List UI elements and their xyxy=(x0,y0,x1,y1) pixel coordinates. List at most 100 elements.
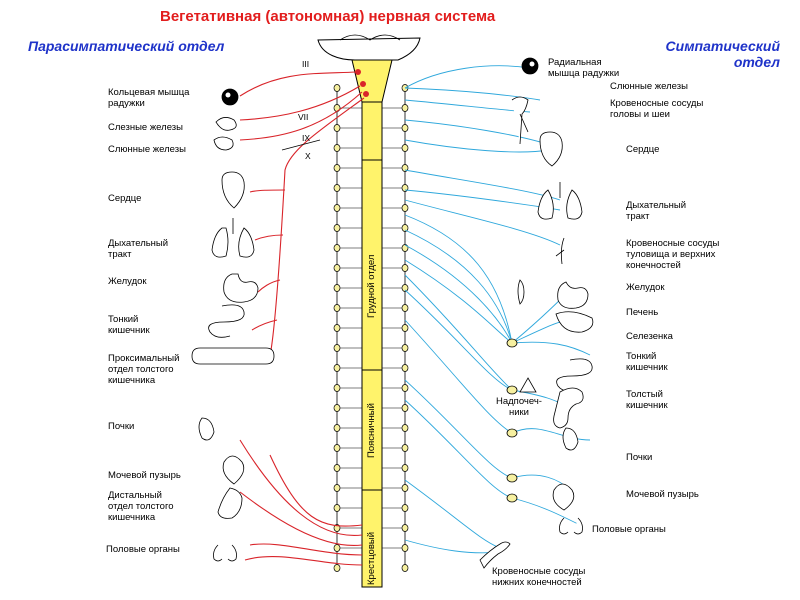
fiber-heart-symp xyxy=(404,119,551,146)
fiber-colon xyxy=(239,491,363,546)
left-chain-ganglion-0 xyxy=(333,84,341,92)
label-bladder-left: Мочевой пузырь xyxy=(108,470,181,481)
parasympathetic-fibers xyxy=(239,71,365,566)
right-chain-ganglion-24 xyxy=(401,564,409,572)
fiber-salivary xyxy=(239,91,363,141)
heart-icon-left xyxy=(221,171,245,209)
superior-mesenteric-ganglion xyxy=(506,385,518,395)
salivary-gland-icon xyxy=(213,136,234,151)
label-large-intestine: Толстый кишечник xyxy=(626,389,668,411)
label-distal-colon: Дистальный отдел толстого кишечника xyxy=(108,490,174,523)
head-vessels-icon xyxy=(511,96,529,145)
nerve-label-vii: VII xyxy=(298,112,309,122)
lungs-icon-left xyxy=(211,218,255,258)
large-intestine-icon-right xyxy=(553,387,584,429)
label-adrenals: Надпочеч- ники xyxy=(496,396,542,418)
label-kidneys-left: Почки xyxy=(108,421,135,432)
fiber-small-intestine xyxy=(511,341,591,356)
left-chain-ganglion-23 xyxy=(333,544,341,552)
right-chain-ganglion-9 xyxy=(401,264,409,272)
proximal-colon-icon xyxy=(191,347,275,365)
label-heart-left: Сердце xyxy=(108,193,142,204)
fiber-kidney-symp xyxy=(511,428,591,441)
label-heart-right: Сердце xyxy=(626,144,660,155)
right-chain-ganglion-2 xyxy=(401,124,409,132)
fiber-lungs-symp xyxy=(404,169,561,201)
brain-folds xyxy=(339,34,401,41)
fiber-mesenteric-2 xyxy=(404,289,513,391)
segment-label-thoracic: Грудной отдел xyxy=(366,254,377,318)
left-chain-ganglion-9 xyxy=(333,264,341,272)
adrenal-ganglion xyxy=(506,428,518,438)
right-chain-ganglion-22 xyxy=(401,524,409,532)
stomach-icon-right xyxy=(557,281,589,309)
fiber-lacrimal xyxy=(239,85,361,121)
label-bladder-right: Мочевой пузырь xyxy=(626,489,699,500)
label-respiratory-right: Дыхательный тракт xyxy=(626,200,687,222)
trunk-vessels-icon xyxy=(555,237,565,265)
bladder-icon-left xyxy=(222,455,245,485)
left-chain-ganglion-13 xyxy=(333,344,341,352)
small-intestine-icon-right xyxy=(556,358,593,392)
distal-colon-icon-left xyxy=(217,487,243,519)
fiber-celiac-3 xyxy=(404,244,513,344)
sympathetic-fibers xyxy=(404,65,591,554)
celiac-ganglion xyxy=(506,338,518,348)
fiber-head-vessels xyxy=(404,99,531,113)
right-organs xyxy=(479,57,594,569)
label-proximal-colon: Проксимальный отдел толстого кишечника xyxy=(108,353,180,386)
fiber-lungs-2 xyxy=(404,189,561,211)
label-lacrimal-glands: Слезные железы xyxy=(108,122,183,133)
fiber-lower xyxy=(404,379,513,479)
label-small-intestine-right: Тонкий кишечник xyxy=(626,351,668,373)
right-chain-ganglion-8 xyxy=(401,244,409,252)
left-chain-ganglion-14 xyxy=(333,364,341,372)
bladder-icon-right xyxy=(552,483,575,511)
genitals-icon-left xyxy=(213,544,237,562)
adrenal-icon xyxy=(519,377,537,393)
label-iris-radial-muscle: Радиальная мышца радужки xyxy=(548,57,620,79)
fiber-lower-limbs-2 xyxy=(404,539,501,554)
fiber-vagus xyxy=(269,97,365,357)
left-chain-ganglion-18 xyxy=(333,444,341,452)
liver-icon xyxy=(555,311,594,333)
left-chain-ganglion-8 xyxy=(333,244,341,252)
eye-icon-right xyxy=(521,57,539,75)
label-spleen: Селезенка xyxy=(626,331,673,342)
pelvic-ganglion xyxy=(506,493,518,503)
fiber-heart-2 xyxy=(404,139,549,153)
spinal-cord xyxy=(361,101,383,588)
right-chain-ganglion-21 xyxy=(401,504,409,512)
fiber-iris xyxy=(239,71,357,97)
right-chain-ganglion-14 xyxy=(401,364,409,372)
stomach-icon-left xyxy=(223,273,259,303)
label-small-intestine-left: Тонкий кишечник xyxy=(108,314,150,336)
segment-label-sacral: Крестцовый xyxy=(366,531,377,585)
left-chain-ganglion-16 xyxy=(333,404,341,412)
nerve-label-iii: III xyxy=(302,59,310,69)
fiber-radial-iris xyxy=(404,65,531,89)
fiber-genitals-symp xyxy=(511,497,581,526)
right-chain-ganglion-12 xyxy=(401,324,409,332)
right-chain-ganglion-6 xyxy=(401,204,409,212)
fiber-lower-2 xyxy=(404,399,513,499)
fiber-heart xyxy=(249,189,286,193)
left-chain-ganglion-2 xyxy=(333,124,341,132)
vagus-marker-line xyxy=(281,139,321,151)
left-chain-ganglion-3 xyxy=(333,144,341,152)
fiber-mesenteric xyxy=(404,274,513,391)
right-chain-ganglion-23 xyxy=(401,544,409,552)
right-chain-ganglion-3 xyxy=(401,144,409,152)
fiber-celiac-4 xyxy=(404,259,513,344)
label-iris-circular-muscle: Кольцевая мышца радужки xyxy=(108,87,190,109)
left-chain-ganglion-19 xyxy=(333,464,341,472)
brain-stem xyxy=(317,37,421,61)
fiber-bladder xyxy=(269,454,363,527)
label-genitals-left: Половые органы xyxy=(106,544,180,555)
parasympathetic-heading: Парасимпатический отдел xyxy=(28,38,225,54)
fiber-intestine xyxy=(251,319,278,331)
left-chain-ganglion-10 xyxy=(333,284,341,292)
left-chain-ganglion-4 xyxy=(333,164,341,172)
right-chain-ganglion-16 xyxy=(401,404,409,412)
